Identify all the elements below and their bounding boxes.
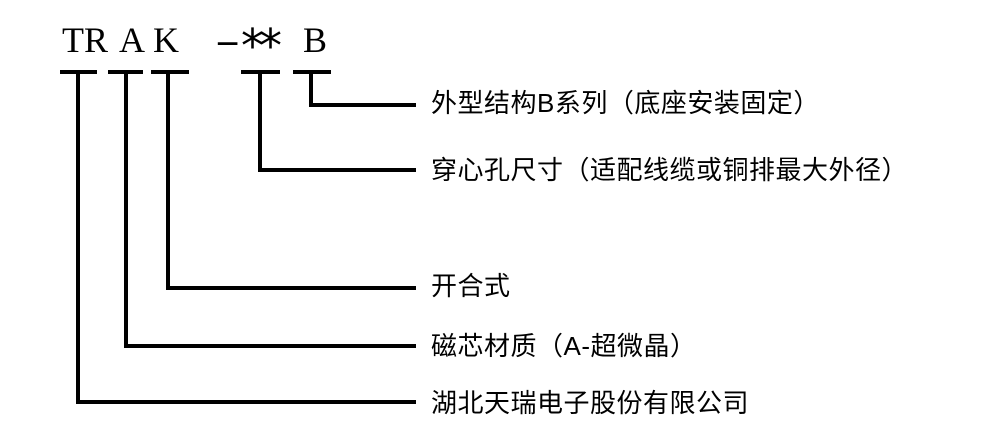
connector-split-type-tick: [151, 70, 189, 74]
connector-core-material-vertical: [124, 70, 128, 348]
model-segment-structure-series: B: [303, 20, 328, 60]
model-segment-hole-size: **: [241, 19, 282, 73]
connector-split-type-vertical: [166, 70, 170, 290]
label-hole-size: 穿心孔尺寸（适配线缆或铜排最大外径）: [431, 155, 909, 185]
connector-hole-size-vertical: [258, 70, 262, 172]
connector-company-lead: [76, 400, 416, 404]
connector-series-lead: [309, 103, 416, 107]
connector-hole-size-lead: [258, 168, 416, 172]
model-segment-separator: -: [215, 20, 241, 60]
label-company: 湖北天瑞电子股份有限公司: [431, 388, 750, 418]
model-segment-split-type: K: [153, 20, 179, 60]
label-structure-series: 外型结构B系列（底座安装固定）: [431, 88, 820, 118]
connector-series-vertical: [309, 70, 313, 107]
label-core-material: 磁芯材质（A-超微晶）: [431, 331, 697, 361]
connector-company-vertical: [76, 70, 80, 404]
connector-core-material-lead: [124, 344, 416, 348]
label-split-type: 开合式: [431, 271, 511, 301]
connector-split-type-lead: [166, 286, 416, 290]
model-segment-core-material: A: [119, 20, 145, 60]
model-segment-prefix: TR: [62, 20, 109, 60]
